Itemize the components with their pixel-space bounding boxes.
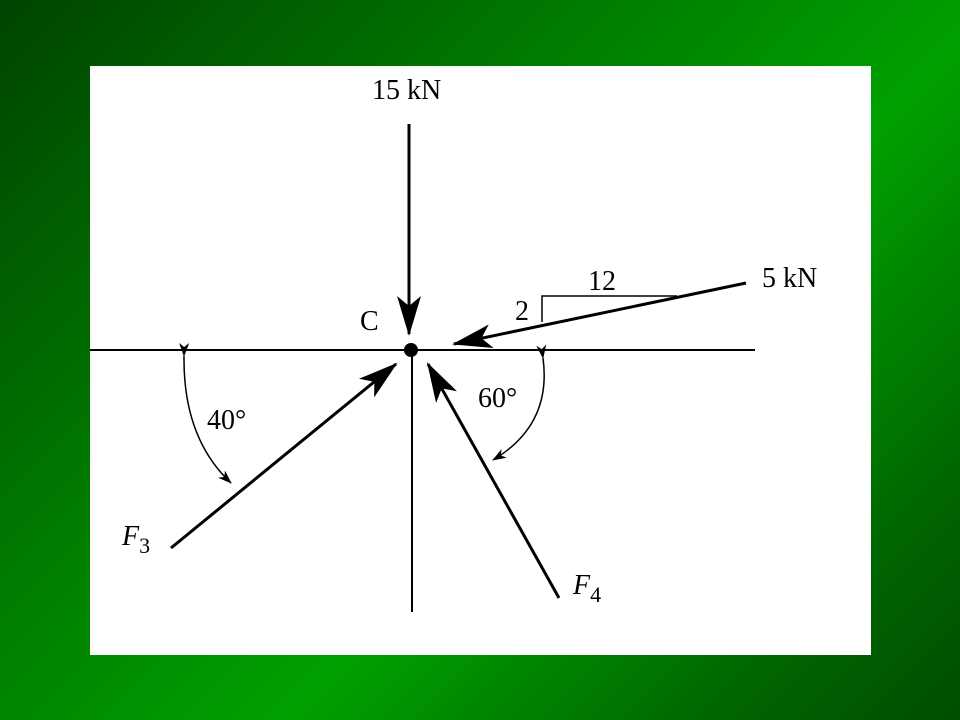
point-c-label: C: [360, 306, 379, 337]
force-f4-label: F4: [572, 570, 601, 607]
force-5kn-arrow: [452, 281, 747, 348]
slope-triangle: [541, 295, 677, 322]
angle-f4-label: 60°: [478, 383, 517, 414]
force-f4-subscript: 4: [590, 582, 601, 607]
angle-f3-label: 40°: [207, 405, 246, 436]
force-f3-label: F3: [121, 521, 150, 558]
force-f3-subscript: 3: [139, 533, 150, 558]
slope-rise-label: 2: [515, 296, 529, 327]
slope-run-label: 12: [588, 266, 616, 297]
force-f3-arrow: [170, 362, 398, 550]
force-f4-symbol: F: [572, 570, 591, 601]
angle-arc-f3: [179, 342, 232, 484]
force-15kn-label: 15 kN: [372, 75, 441, 106]
force-f3-symbol: F: [121, 521, 140, 552]
force-5kn-label: 5 kN: [762, 263, 817, 294]
force-f4-arrow: [426, 362, 561, 599]
point-c-dot: [404, 343, 418, 357]
angle-arc-f4: [492, 344, 547, 461]
